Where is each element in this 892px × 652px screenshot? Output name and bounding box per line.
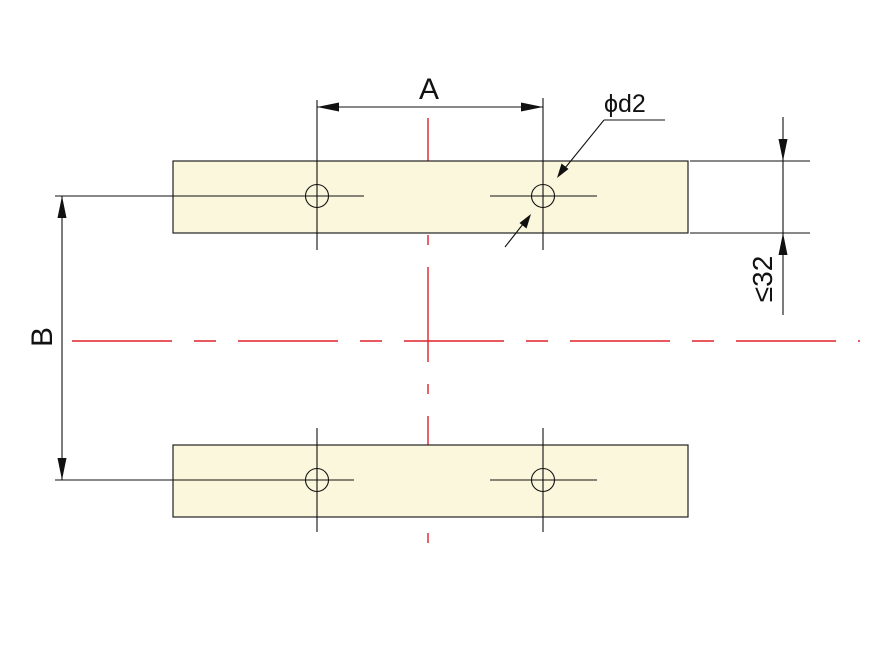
dimension-b-label: B (26, 327, 59, 347)
bottom-bar (172, 444, 689, 518)
top-bar (172, 160, 689, 234)
bottom-right-hole (490, 428, 597, 532)
top-right-hole (490, 98, 597, 250)
bar-thickness-label: ≤32 (747, 256, 778, 303)
bar-thickness-dimension: ≤32 (690, 117, 810, 315)
dimension-a-label: A (419, 73, 439, 106)
hole-diameter-label: ϕd2 (604, 90, 646, 118)
dimension-a: A (317, 73, 543, 112)
hole-diameter-leader: ϕd2 (504, 90, 665, 248)
dimension-b: B (26, 195, 320, 481)
